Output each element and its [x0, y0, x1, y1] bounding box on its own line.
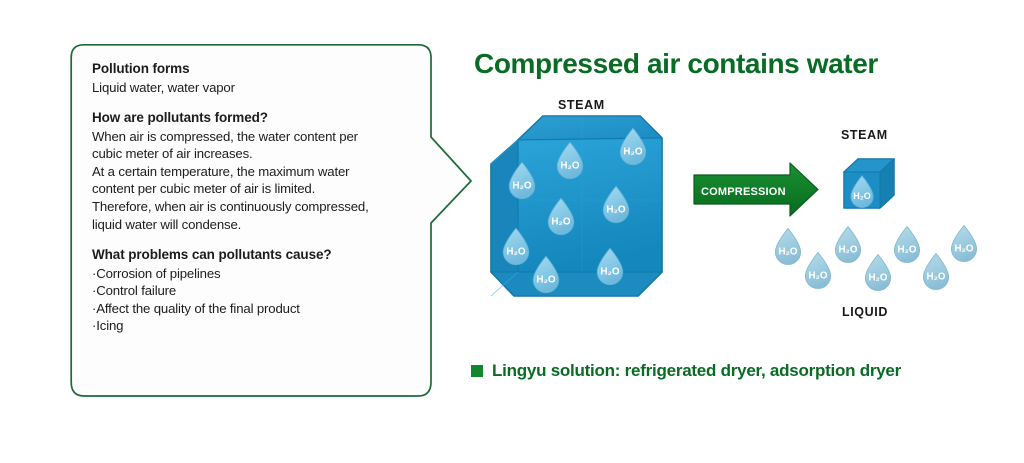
- callout-bubble: [70, 44, 472, 397]
- droplet: H₂O: [774, 228, 802, 266]
- cube-bottom-face: [489, 271, 664, 297]
- svg-text:H₂O: H₂O: [536, 275, 556, 286]
- droplet: H₂O: [834, 226, 862, 264]
- section-line: content per cubic meter of air is limite…: [92, 181, 316, 197]
- droplet: H₂O: [556, 141, 584, 180]
- svg-text:H₂O: H₂O: [506, 247, 526, 258]
- cube-inner-edges: [490, 116, 662, 297]
- droplet: H₂O: [864, 254, 892, 292]
- compression-arrow: [693, 162, 819, 217]
- svg-text:H₂O: H₂O: [551, 217, 571, 228]
- svg-text:H₂O: H₂O: [869, 273, 888, 284]
- section-bullet: ·Icing: [92, 318, 124, 334]
- svg-text:H₂O: H₂O: [955, 244, 974, 255]
- droplet: H₂O: [893, 226, 921, 264]
- section-bullet: ·Affect the quality of the final product: [92, 300, 300, 316]
- section-heading: What problems can pollutants cause?: [92, 247, 332, 263]
- section-line: Liquid water, water vapor: [92, 79, 235, 95]
- compression-diagram: H₂O H₂O H₂O H₂O H₂O: [489, 115, 978, 297]
- liquid-droplet-group: H₂O H₂O H₂O H₂O H₂O H₂O: [774, 225, 978, 292]
- callout-text: Pollution forms Liquid water, water vapo…: [92, 60, 432, 335]
- svg-text:H₂O: H₂O: [512, 181, 532, 192]
- section-line: cubic meter of air increases.: [92, 146, 253, 162]
- droplet: H₂O: [950, 225, 978, 263]
- svg-text:H₂O: H₂O: [853, 191, 871, 201]
- droplet: H₂O: [508, 161, 536, 200]
- page-title: Compressed air contains water: [474, 48, 878, 79]
- svg-text:H₂O: H₂O: [623, 147, 643, 158]
- compression-arrow-label: COMPRESSION: [701, 186, 786, 198]
- droplet: H₂O: [850, 175, 874, 209]
- cube-droplet-group: H₂O H₂O H₂O H₂O H₂O: [502, 127, 647, 294]
- solution-text: Lingyu solution: refrigerated dryer, ads…: [492, 361, 901, 380]
- section-line: At a certain temperature, the maximum wa…: [92, 163, 350, 179]
- svg-text:H₂O: H₂O: [606, 205, 626, 216]
- callout-section-how-formed: How are pollutants formed? When air is c…: [92, 109, 432, 233]
- svg-text:H₂O: H₂O: [809, 271, 828, 282]
- small-cube-right-face: [879, 157, 895, 210]
- droplet: H₂O: [502, 227, 530, 266]
- svg-text:H₂O: H₂O: [839, 245, 858, 256]
- section-line: When air is compressed, the water conten…: [92, 128, 358, 144]
- droplet: H₂O: [532, 255, 560, 294]
- green-square-bullet-icon: [471, 365, 483, 377]
- cube-top-face: [517, 115, 663, 141]
- svg-text:H₂O: H₂O: [898, 245, 917, 256]
- callout-section-pollution-forms: Pollution forms Liquid water, water vapo…: [92, 60, 432, 96]
- section-heading: How are pollutants formed?: [92, 110, 268, 126]
- section-line: Therefore, when air is continuously comp…: [92, 198, 369, 214]
- droplet: H₂O: [602, 185, 630, 224]
- svg-text:H₂O: H₂O: [560, 161, 580, 172]
- small-air-volume-cube: H₂O: [842, 157, 896, 210]
- label-liquid: LIQUID: [842, 305, 888, 319]
- svg-text:H₂O: H₂O: [779, 247, 798, 258]
- solution-line: Lingyu solution: refrigerated dryer, ads…: [471, 361, 901, 381]
- section-heading: Pollution forms: [92, 61, 190, 76]
- droplet: H₂O: [547, 197, 575, 236]
- svg-text:H₂O: H₂O: [927, 272, 946, 283]
- label-steam-large-cube: STEAM: [558, 98, 605, 112]
- droplet: H₂O: [619, 127, 647, 166]
- arrow-shape: [693, 162, 819, 217]
- section-bullet: ·Corrosion of pipelines: [92, 265, 221, 281]
- callout-section-problems: What problems can pollutants cause? ·Cor…: [92, 246, 432, 335]
- section-line: liquid water will condense.: [92, 216, 242, 232]
- svg-text:H₂O: H₂O: [600, 267, 620, 278]
- large-air-volume-cube: H₂O H₂O H₂O H₂O H₂O: [489, 115, 664, 297]
- droplet: H₂O: [596, 247, 624, 286]
- section-bullet: ·Control failure: [92, 283, 177, 299]
- droplet: H₂O: [804, 252, 832, 290]
- label-steam-small-cube: STEAM: [841, 128, 888, 142]
- droplet: H₂O: [922, 253, 950, 291]
- callout-outline: [70, 44, 472, 397]
